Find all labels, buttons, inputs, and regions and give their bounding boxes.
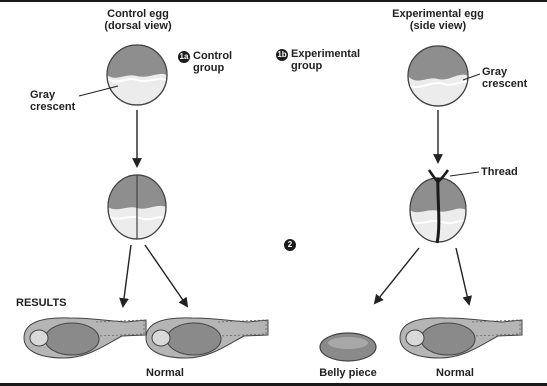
experimental-egg <box>408 46 468 106</box>
control-group-line1: Control <box>193 50 232 62</box>
belly-piece-label: Belly piece <box>308 367 388 379</box>
gray-crescent-right-label: Gray crescent <box>482 66 527 90</box>
control-group-label: Control group <box>193 50 232 74</box>
arrow-control-left <box>123 245 131 306</box>
arrow-experimental-right <box>456 248 469 304</box>
normal-left-label: Normal <box>130 367 200 379</box>
control-two-cell-embryo <box>108 175 166 239</box>
step-1a-badge: 1a <box>178 51 190 63</box>
normal-right-label: Normal <box>420 367 490 379</box>
gray-crescent-left-label: Gray crescent <box>30 89 75 113</box>
experimental-egg-title-text: Experimental egg <box>376 8 500 20</box>
gray-crescent-left-line1: Gray <box>30 89 75 101</box>
arrow-control-right <box>145 245 187 306</box>
belly-piece-shape <box>320 333 376 361</box>
gray-crescent-right-line2: crescent <box>482 78 527 90</box>
experimental-group-line2: group <box>291 60 360 72</box>
tadpole-left <box>24 318 146 358</box>
control-egg <box>107 45 167 105</box>
tadpole-right <box>400 318 522 358</box>
gray-crescent-right-line1: Gray <box>482 66 527 78</box>
experimental-group-label: Experimental group <box>291 48 360 72</box>
thread-label: Thread <box>481 166 518 178</box>
step-2-badge: 2 <box>284 239 296 251</box>
thread-leader <box>450 172 479 176</box>
control-egg-view-text: (dorsal view) <box>91 20 185 32</box>
experimental-egg-title: Experimental egg (side view) <box>376 8 500 32</box>
control-group-line2: group <box>193 62 232 74</box>
results-heading: RESULTS <box>16 297 67 309</box>
arrow-experimental-left <box>375 248 419 303</box>
experimental-tied-embryo <box>410 170 466 243</box>
tadpole-middle <box>146 318 268 358</box>
experimental-egg-view-text: (side view) <box>376 20 500 32</box>
gray-crescent-left-line2: crescent <box>30 101 75 113</box>
experimental-group-line1: Experimental <box>291 48 360 60</box>
control-egg-title: Control egg (dorsal view) <box>91 8 185 32</box>
step-1b-badge: 1b <box>276 49 288 61</box>
control-egg-title-text: Control egg <box>91 8 185 20</box>
